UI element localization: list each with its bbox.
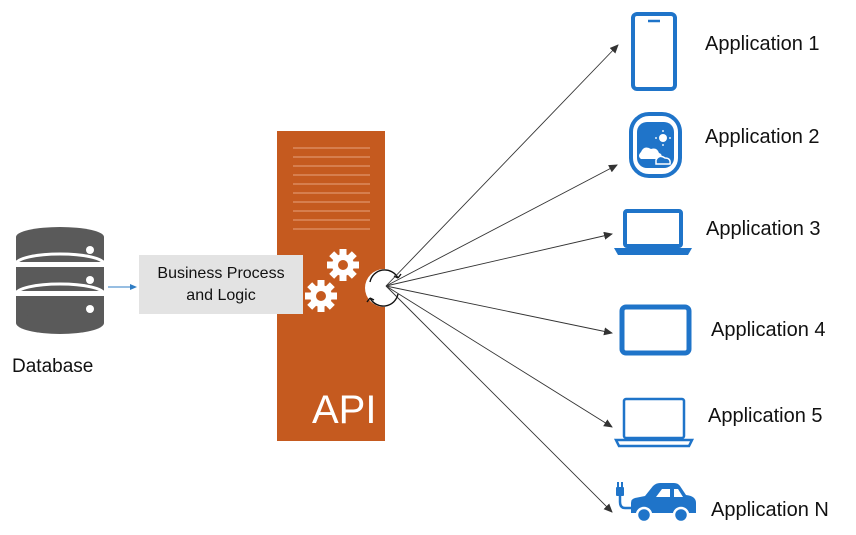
app-label-4: Application 4 xyxy=(711,319,826,341)
arrow-app-4 xyxy=(385,285,613,336)
smartphone-icon xyxy=(631,12,677,91)
arrow-app-5 xyxy=(385,285,613,428)
business-logic-line-2: and Logic xyxy=(186,287,256,304)
tablet-icon xyxy=(619,304,692,356)
app-label-5: Application 5 xyxy=(708,405,823,427)
gears-icon xyxy=(305,249,359,312)
database-icon xyxy=(14,227,106,334)
arrow-app-n xyxy=(385,285,613,513)
app-label-n: Application N xyxy=(711,499,829,521)
business-logic-box: Business Process and Logic xyxy=(139,255,303,314)
business-logic-text: Business Process and Logic xyxy=(139,263,303,307)
arrow-app-2 xyxy=(385,164,618,287)
smartwatch-weather-icon xyxy=(629,112,682,178)
arrow-app-1 xyxy=(385,44,619,287)
api-label: API xyxy=(312,388,377,432)
api-stripes xyxy=(293,147,370,230)
app-label-1: Application 1 xyxy=(705,33,820,55)
database-label: Database xyxy=(12,356,94,377)
app-label-2: Application 2 xyxy=(705,126,820,148)
electric-car-icon xyxy=(616,482,696,524)
app-label-3: Application 3 xyxy=(706,218,821,240)
api-to-app-arrows xyxy=(385,44,619,513)
laptop-icon xyxy=(613,397,695,448)
arrow-app-3 xyxy=(385,231,613,287)
laptop-icon xyxy=(614,209,692,255)
business-logic-line-1: Business Process xyxy=(157,265,285,282)
